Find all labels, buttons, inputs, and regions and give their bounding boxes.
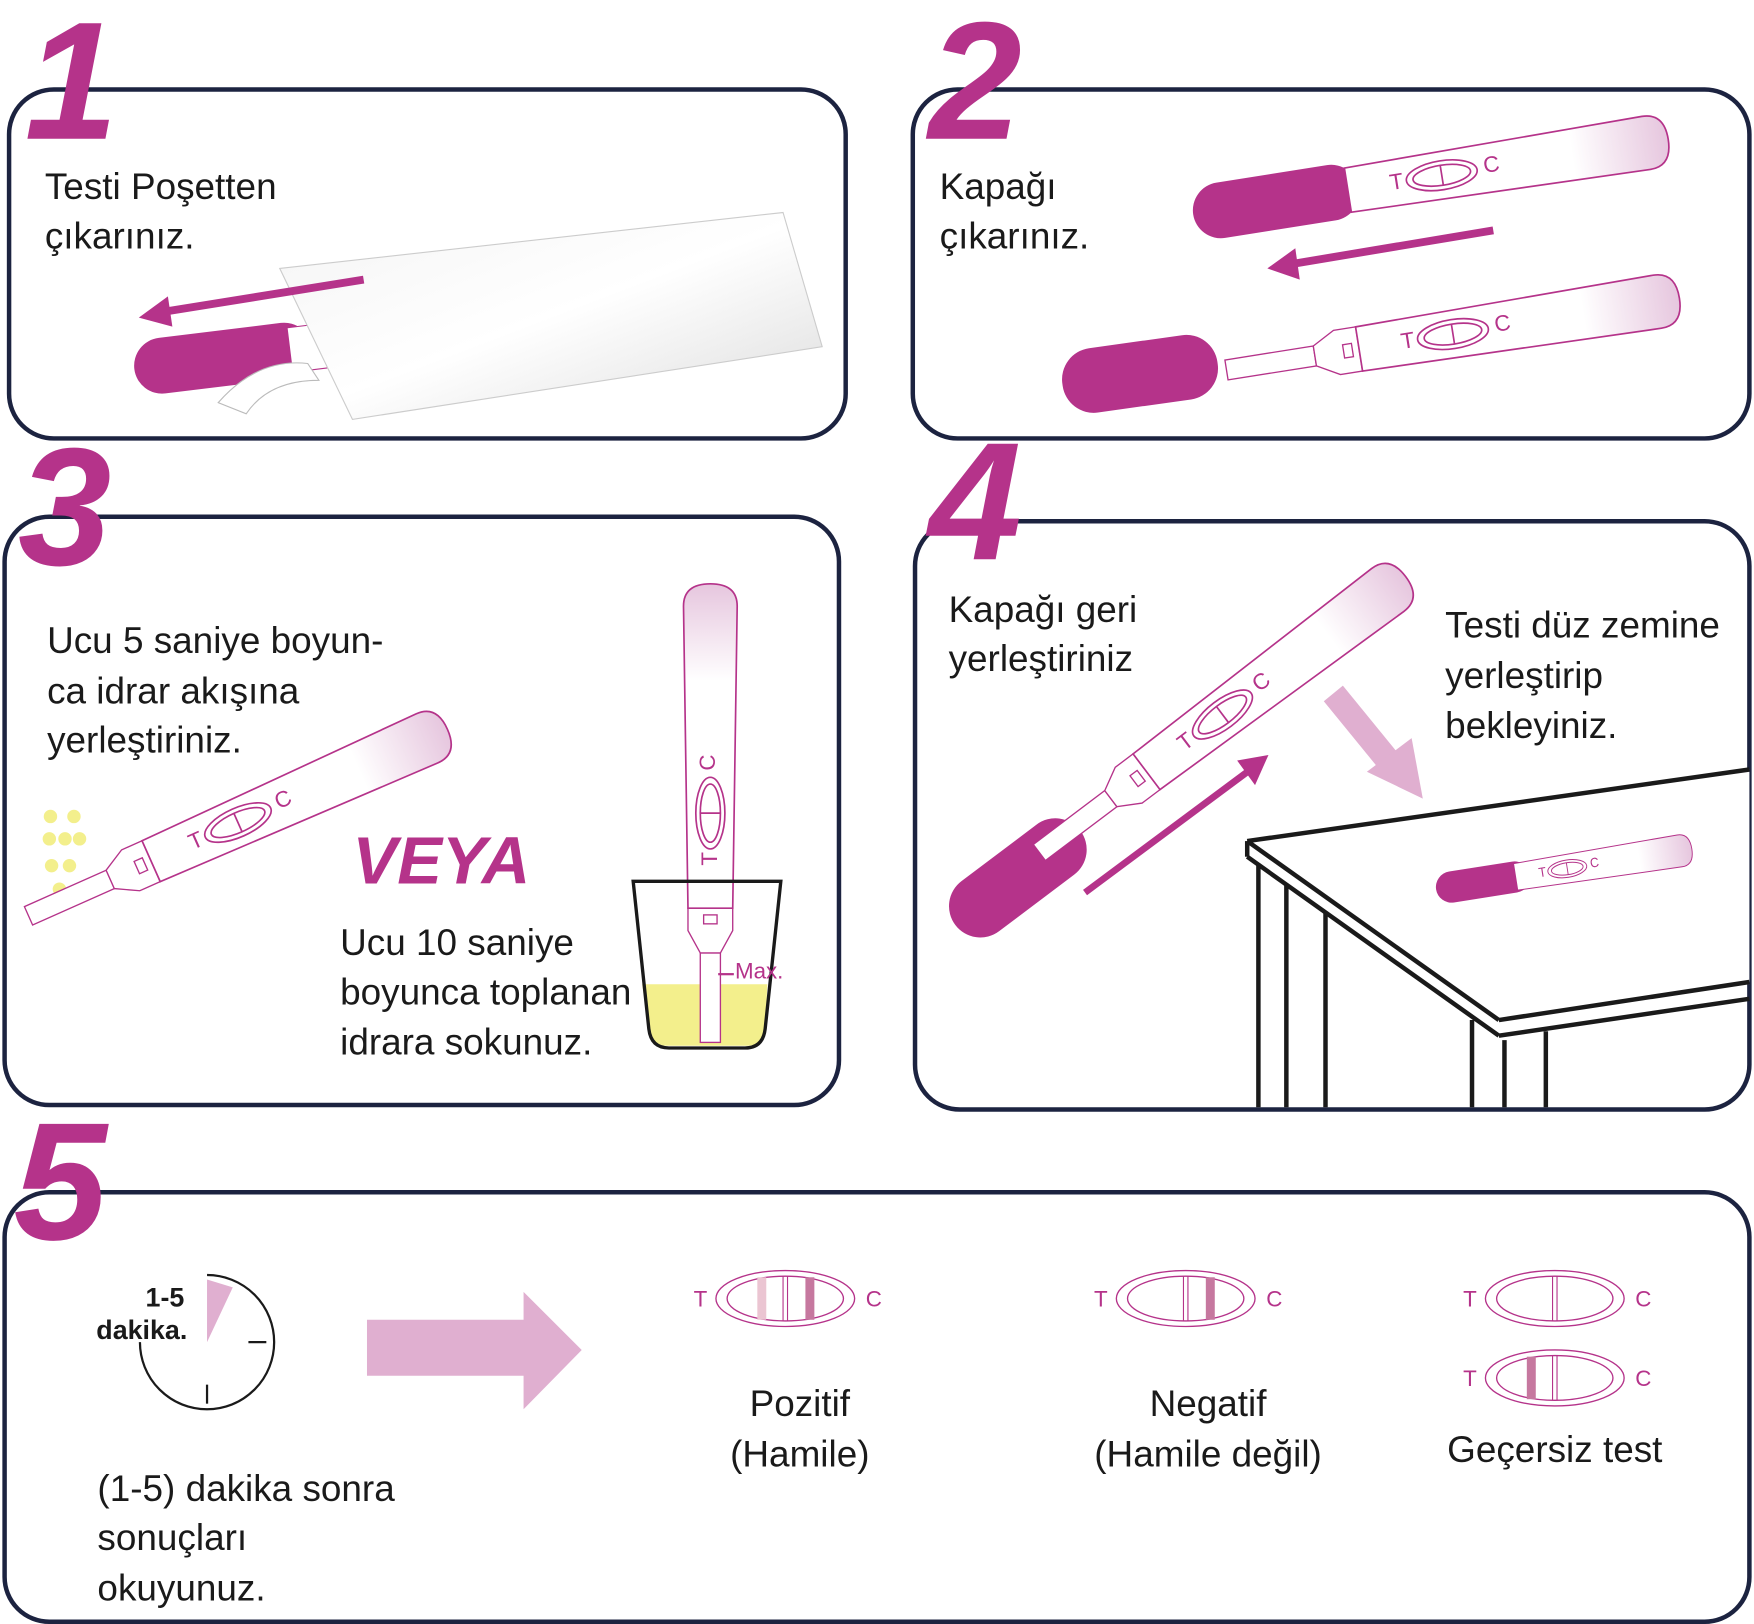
c-mark: C [1635, 1286, 1651, 1311]
step-5-text-line1: (1-5) dakika sonra [97, 1468, 395, 1509]
foil-pouch-icon [278, 211, 823, 421]
step-5-number: 5 [14, 1087, 110, 1275]
arrow-left-icon [138, 275, 365, 327]
step-3-panel: 3 Ucu 5 saniye boyun- ca idrar akışına y… [2, 413, 842, 1108]
c-mark: C [1635, 1366, 1651, 1391]
step-3-frame [2, 514, 842, 1108]
step-3-number: 3 [18, 413, 111, 601]
collection-cup-icon: Max. [631, 582, 783, 1050]
step-1-text-line1: Testi Poşetten [45, 166, 277, 207]
t-mark: T [694, 1286, 708, 1311]
step-4-panel: 4 Kapağı geri yerleştiriniz Testi düz ze… [912, 407, 1752, 1112]
step-2-number: 2 [925, 0, 1021, 175]
pouch-flap [217, 362, 320, 415]
result-negative-label: Negatif [1150, 1383, 1268, 1424]
step-2-text-line1: Kapağı [940, 166, 1057, 207]
result-positive-sublabel: (Hamile) [730, 1433, 869, 1474]
step-5-frame [2, 1190, 1752, 1624]
step-1-text-line2: çıkarınız. [45, 215, 195, 256]
timer-label-range: 1-5 [146, 1282, 185, 1312]
step-4-right-line3: bekleyiniz. [1445, 705, 1617, 746]
test-with-cap-icon [1192, 112, 1674, 239]
step-4-right-line2: yerleştirip [1445, 655, 1603, 696]
step-3-alt-line2: boyunca toplanan [340, 971, 631, 1012]
test-on-table-icon [1435, 832, 1695, 903]
max-line-label: Max. [735, 959, 783, 984]
result-invalid-label: Geçersiz test [1447, 1429, 1662, 1470]
step-3-text-line2: ca idrar akışına [47, 671, 300, 712]
result-window-invalid-empty: T C [1463, 1269, 1651, 1328]
c-mark: C [866, 1286, 882, 1311]
result-negative-sublabel: (Hamile değil) [1094, 1433, 1322, 1474]
step-3-text-line3: yerleştiriniz. [47, 720, 242, 761]
result-window-negative: T C [1094, 1269, 1282, 1328]
result-window-invalid-t-only: T C [1463, 1349, 1651, 1407]
step-1-number: 1 [25, 0, 118, 175]
step-2-panel: 2 Kapağı çıkarınız. [910, 0, 1752, 441]
t-mark: T [1463, 1286, 1477, 1311]
arrow-left-icon [1267, 226, 1494, 280]
result-positive-label: Pozitif [750, 1383, 851, 1424]
step-4-number: 4 [925, 407, 1021, 595]
timer-label-unit: dakika. [96, 1315, 187, 1345]
c-mark: C [1266, 1286, 1282, 1311]
step-5-text-line3: okuyunuz. [97, 1568, 265, 1609]
arrow-up-right-icon [1083, 754, 1269, 896]
arrow-right-icon [366, 1291, 582, 1410]
step-4-text-line2: yerleştiriniz [949, 638, 1134, 679]
step-2-text-line2: çıkarınız. [940, 215, 1090, 256]
step-4-right-line1: Testi düz zemine [1445, 605, 1720, 646]
step-3-text-line1: Ucu 5 saniye boyun- [47, 620, 383, 661]
t-mark: T [1463, 1366, 1477, 1391]
arrow-down-right-icon [1323, 685, 1423, 799]
step-3-alt-line1: Ucu 10 saniye [340, 922, 574, 963]
step-5-panel: 5 1-5 dakika. (1-5) dakika sonra sonuçla… [2, 1087, 1752, 1624]
t-mark: T [1094, 1286, 1108, 1311]
step-5-text-line2: sonuçları [97, 1517, 247, 1558]
removed-cap-icon [1062, 334, 1219, 413]
or-label: VEYA [352, 824, 530, 899]
result-window-positive: T C [694, 1269, 882, 1328]
step-1-panel: 1 Testi Poşetten çıkarınız. [6, 0, 848, 441]
step-3-alt-line3: idrara sokunuz. [340, 1022, 592, 1063]
step-4-text-line1: Kapağı geri [949, 589, 1138, 630]
timer-clock-icon: 1-5 dakika. [96, 1273, 276, 1411]
